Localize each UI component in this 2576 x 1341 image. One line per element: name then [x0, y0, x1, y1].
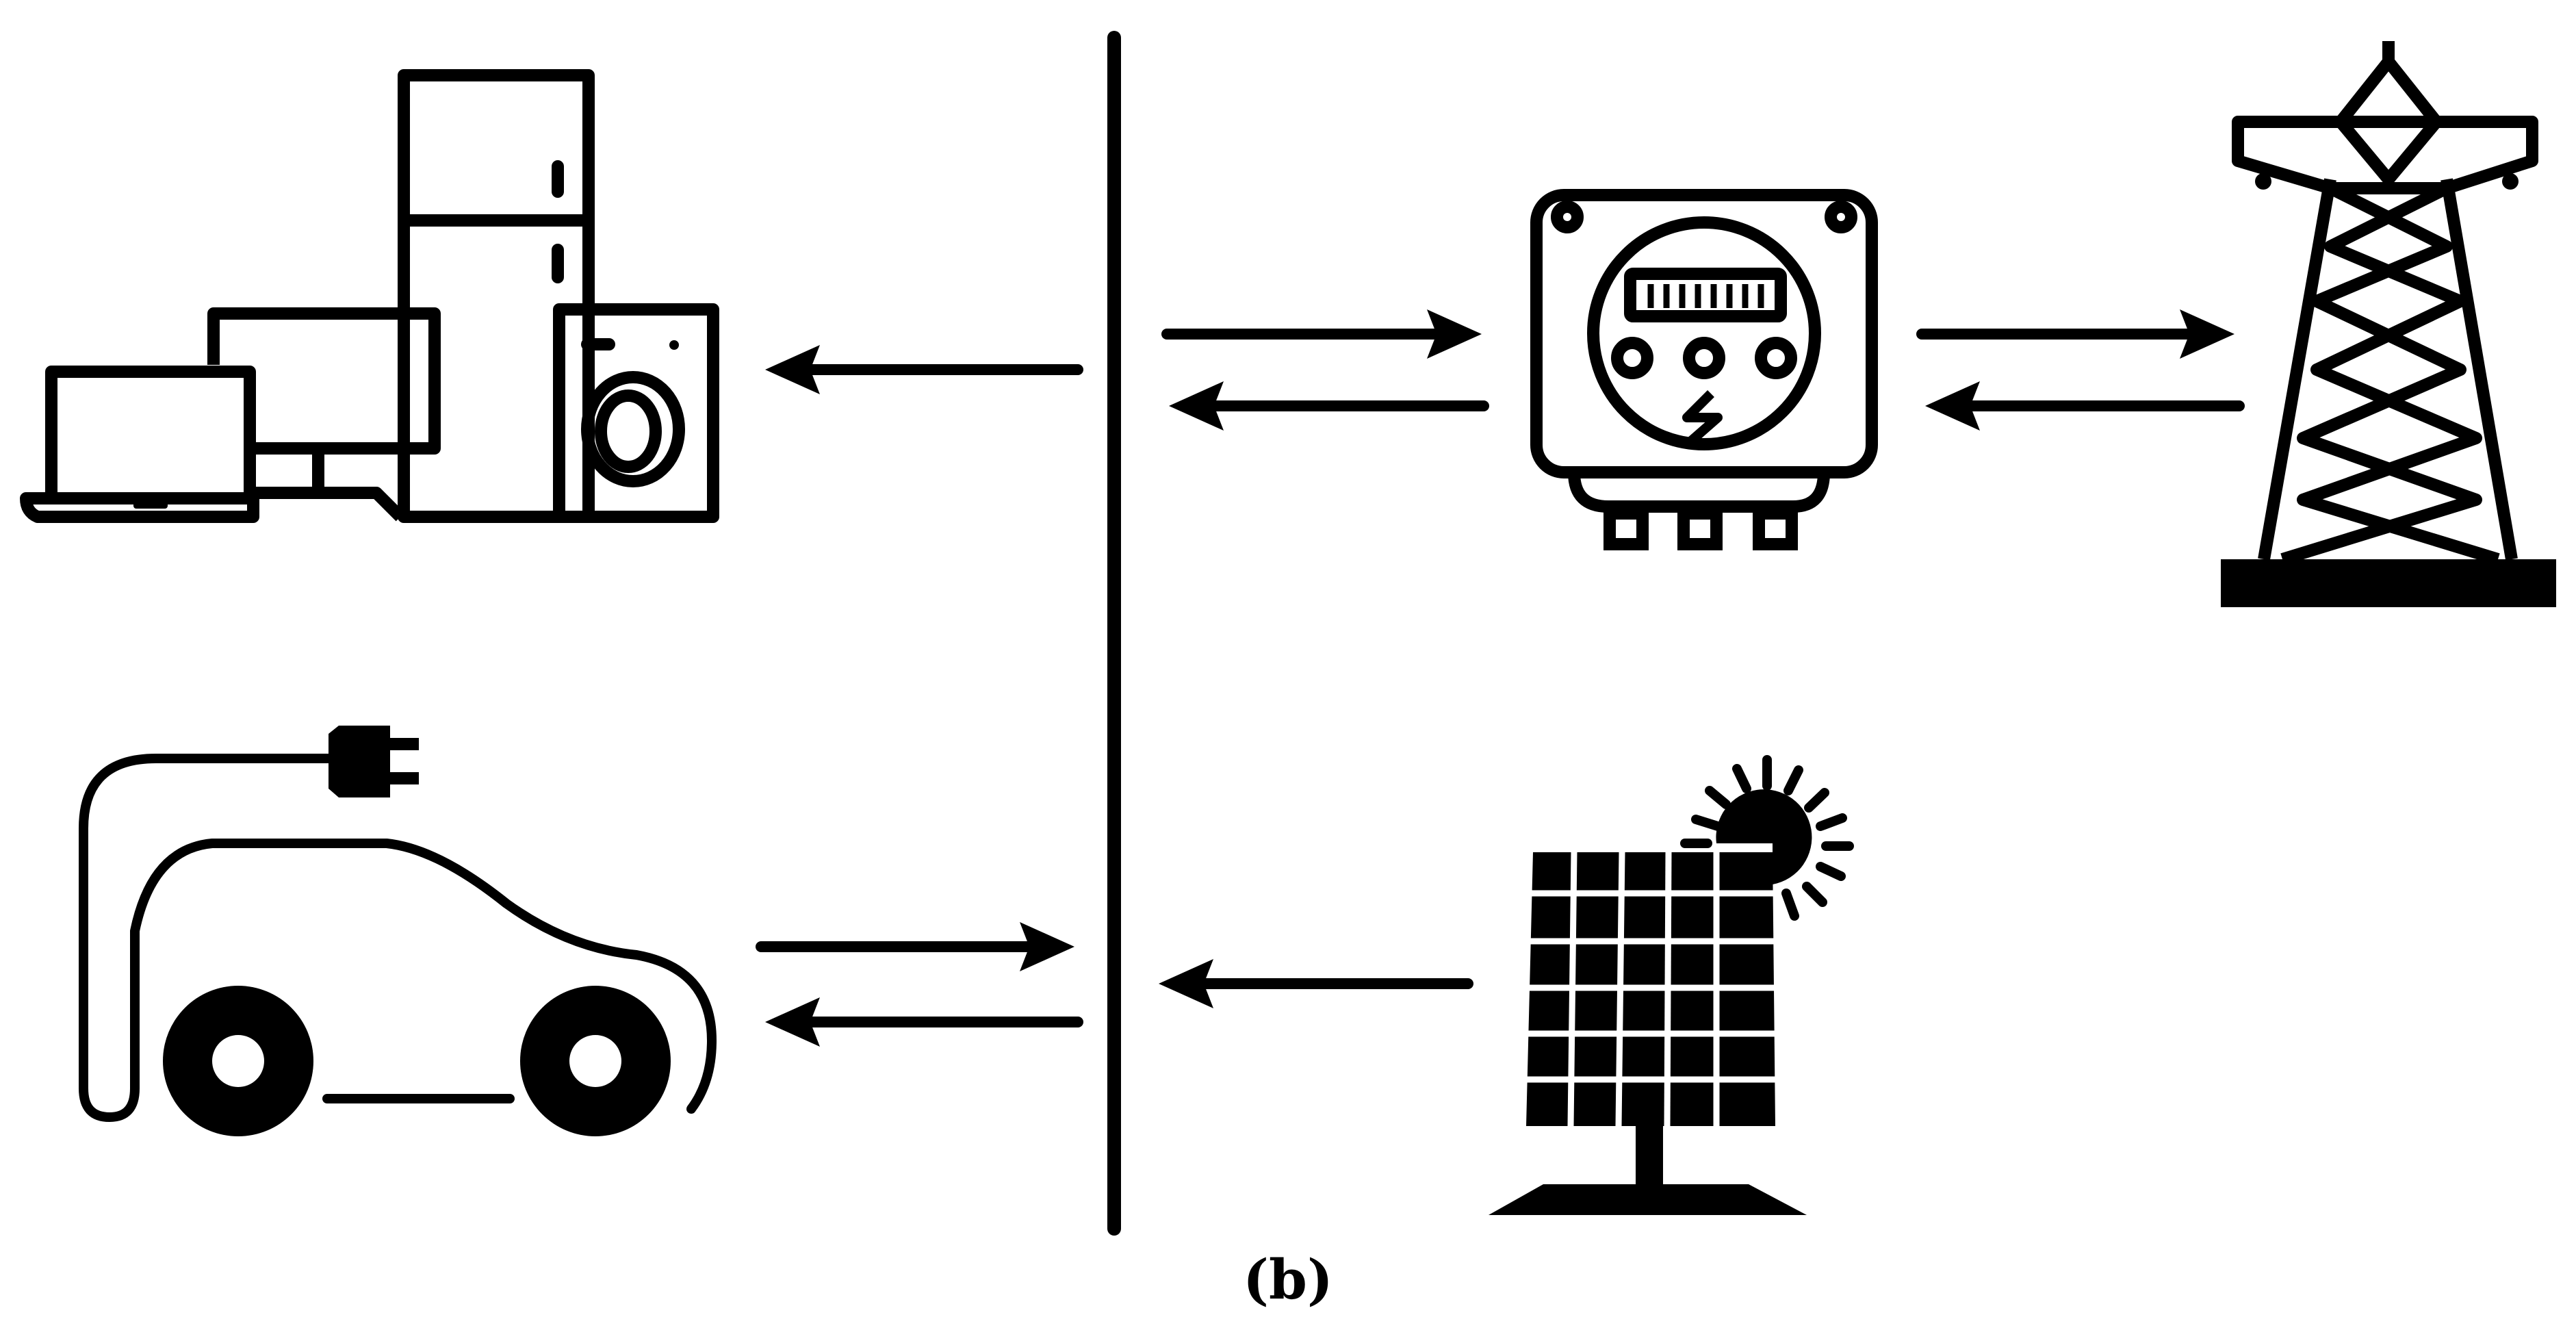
- figure-caption: (b): [1243, 1247, 1333, 1312]
- arrow-bus-to-meter: [1161, 309, 1482, 359]
- arrow-bus-to-appliances: [765, 345, 1083, 394]
- arrow-meter-to-bus: [1169, 381, 1489, 431]
- electric-car-icon: [79, 726, 717, 1136]
- transmission-tower-icon: [2221, 41, 2556, 607]
- smart-meter-icon: [1530, 189, 1878, 550]
- arrow-solar-to-bus: [1159, 959, 1473, 1008]
- appliances-icon: [20, 69, 719, 523]
- arrow-bus-to-ev: [756, 922, 1074, 971]
- arrow-grid-to-meter: [1925, 381, 2245, 431]
- arrow-meter-to-grid: [1916, 309, 2234, 359]
- arrow-ev-to-bus: [765, 997, 1083, 1047]
- solar-panel-icon: [1489, 755, 1854, 1215]
